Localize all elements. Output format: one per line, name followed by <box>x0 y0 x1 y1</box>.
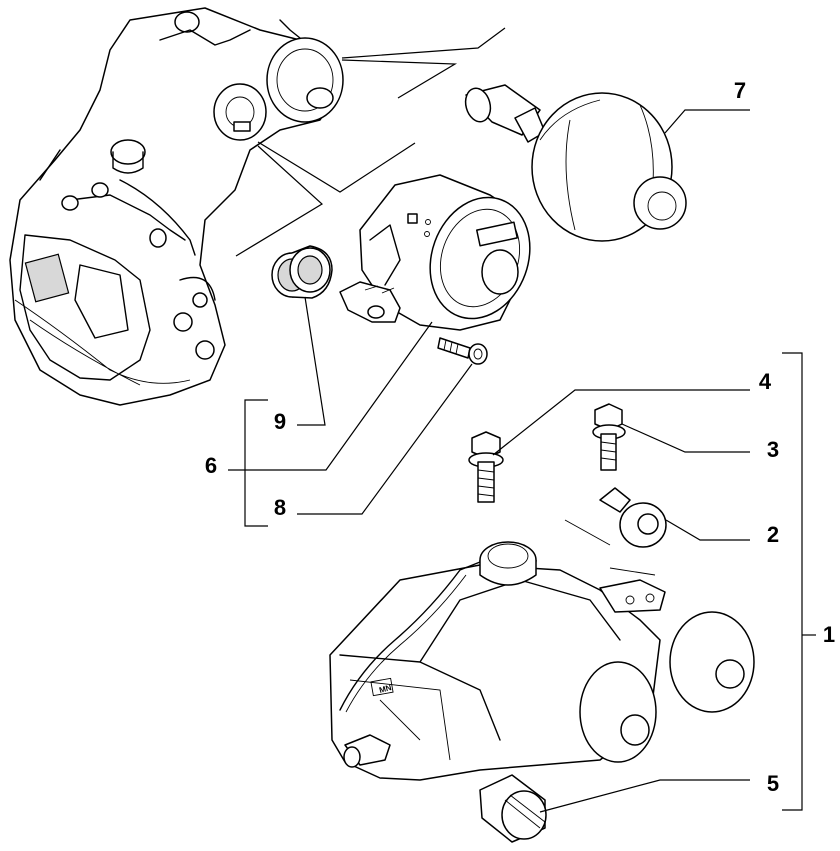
context-leader-lines <box>235 27 506 257</box>
callout-9: 9 <box>273 409 287 434</box>
seal-ring-illustration <box>271 245 333 299</box>
gearbox-assembly-illustration <box>9 7 344 406</box>
callout-1: 1 <box>822 622 836 647</box>
callout-leader-lines <box>228 109 816 813</box>
bolt-3-illustration <box>592 403 626 471</box>
callout-2: 2 <box>766 522 780 547</box>
actuator-stamp: MN <box>378 683 393 695</box>
callout-8: 8 <box>273 495 287 520</box>
callout-4: 4 <box>758 369 772 394</box>
callout-5: 5 <box>766 771 780 796</box>
pump-motor-illustration <box>339 174 531 331</box>
plug-5-illustration <box>479 774 547 843</box>
accumulator-illustration <box>464 84 687 242</box>
bolt-4-illustration <box>468 431 504 503</box>
screw-8-illustration <box>437 337 488 365</box>
callout-7: 7 <box>733 78 747 103</box>
callout-3: 3 <box>766 437 780 462</box>
clip-2-illustration <box>599 487 667 548</box>
actuator-unit-illustration <box>329 519 755 781</box>
callout-6: 6 <box>204 453 218 478</box>
